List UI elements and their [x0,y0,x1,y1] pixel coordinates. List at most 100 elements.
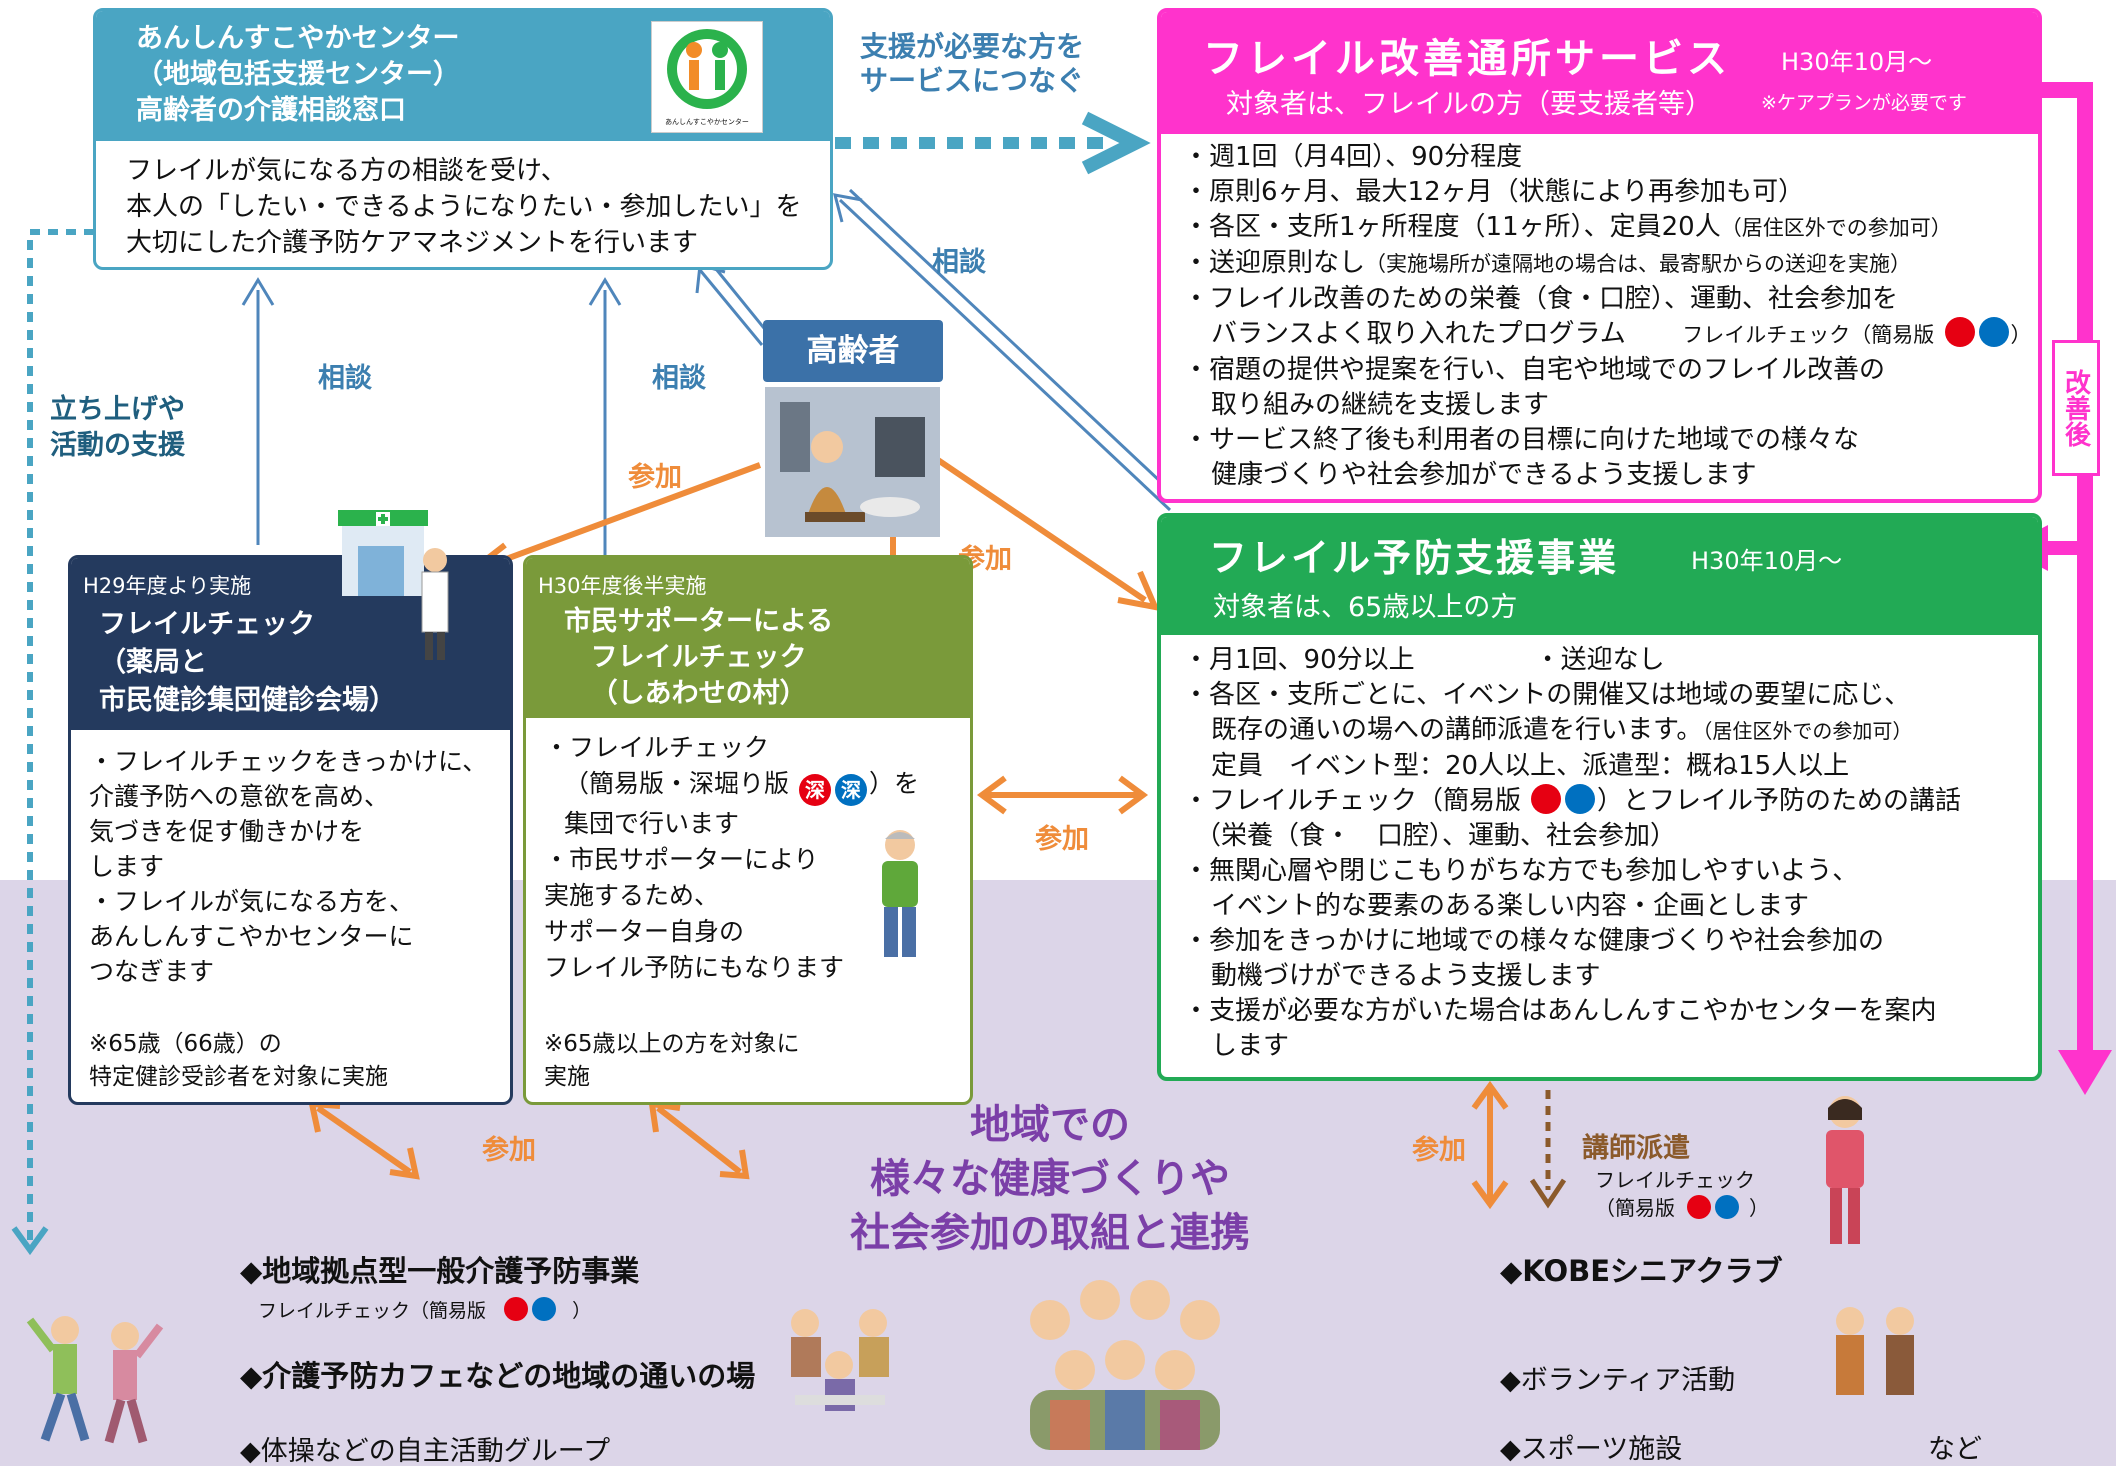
lecturer-illustration [1810,1090,1880,1250]
frail-service-header [1161,12,2038,134]
prev-item-5: 定員 イベント型：20人以上、派遣型：概ね15人以上 [1211,751,1850,781]
community-item-6: ◆スポーツ施設 [1500,1434,1683,1465]
frail-item-5: ・フレイル改善のための栄養（食・口腔）、運動、社会参加を [1183,284,1899,314]
community-right-list: ◆KOBEシニアクラブ ◆ボランティア活動 ◆スポーツ施設 など [1500,1248,2000,1466]
frail-item-6: バランスよく取り入れたプログラム フレイルチェック（簡易版 ） [1211,317,2032,349]
frail-item-8: 取り組みの継続を支援します [1211,390,1550,420]
consult-right-label: 相談 [932,247,986,278]
red-dot-icon [1944,317,1975,347]
pharmacy-title: フレイルチェック （薬局と 市民健診集団健診会場） [99,609,396,716]
blue-dot-icon [1565,784,1596,814]
prevention-date: H30年10月～ [1691,547,1843,575]
pharmacy-note: ※65歳（66歳）の 特定健診受診者を対象に実施 [89,1031,388,1090]
cafe-illustration [775,1295,905,1425]
exercise-illustration [25,1300,165,1450]
community-item-1: ◆地域拠点型一般介護予防事業 [240,1254,640,1288]
prev-item-2: ・送迎なし [1534,645,1665,675]
prev-item-4-note: （居住区外での参加可） [1702,719,1913,743]
frail-item-1: ・週1回（月4回）、90分程度 [1183,142,1523,172]
frail-item-4: ・送迎原則なし（実施場所が遠隔地の場合は、最寄駅からの送迎を実施） [1183,248,1912,278]
deep-blue-badge: 深 [834,774,867,806]
pharmacy-illustration [330,490,460,670]
frail-item-4-note: （実施場所が遠隔地の場合は、最寄駅からの送迎を実施） [1365,252,1912,276]
improved-label: 改善後 [2052,340,2100,476]
join-left-label: 参加 [628,462,682,493]
community-item-5: ◆ボランティア活動 [1500,1365,1736,1396]
center-body: フレイルが気になる方の相談を受け、 本人の「したい・できるようになりたい・参加し… [126,156,802,258]
frail-item-7: ・宿題の提供や提案を行い、自宅や地域でのフレイル改善の [1183,355,1886,385]
prevention-box: フレイル予防支援事業 H30年10月～ 対象者は、65歳以上の方 ・月1回、90… [1157,513,2042,1081]
join-bottom-right-label: 参加 [1412,1135,1466,1166]
red-dot-icon [1687,1195,1711,1219]
consult-left-label: 相談 [318,363,372,394]
elderly-label: 高齢者 [763,320,943,382]
prev-item-1: ・月1回、90分以上 [1183,645,1415,675]
prev-item-8: ・無関心層や閉じこもりがちな方でも参加しやすいよう、 [1183,856,1859,886]
community-item-3: ◆体操などの自主活動グループ [240,1436,611,1467]
blue-dot-icon [532,1297,557,1321]
supporter-box: H30年度後半実施 市民サポーターによる フレイルチェック （しあわせの村） ・… [523,555,973,1105]
center-logo: あんしんすこやかセンター [651,21,763,133]
deep-red-badge: 深 [798,774,831,806]
community-etc: など [1928,1434,1982,1465]
prevention-title: フレイル予防支援事業 [1209,536,1620,580]
community-left-list: ◆地域拠点型一般介護予防事業 フレイルチェック（簡易版 ） ◆介護予防カフェなど… [240,1248,755,1468]
frail-check-label: フレイルチェック（簡易版 [1682,323,1935,347]
community-item-2: ◆介護予防カフェなどの地域の通いの場 [240,1359,756,1393]
prevention-header [1161,517,2038,635]
center-box: あんしんすこやかセンター （地域包括支援センター） 高齢者の介護相談窓口 あんし… [93,8,833,270]
community-item-4: ◆KOBEシニアクラブ [1500,1254,1783,1288]
supporter-illustration [860,825,940,965]
group-illustration [1010,1260,1240,1460]
frail-item-10: 健康づくりや社会参加ができるよう支援します [1211,460,1757,490]
blue-dot-icon [1715,1195,1739,1219]
supporter-line3: 集団で行います [564,809,740,838]
frail-service-list: ・週1回（月4回）、90分程度 ・原則6ヶ月、最大12ヶ月（状態により再参加も可… [1183,140,2032,493]
frail-item-9: ・サービス終了後も利用者の目標に向けた地域での様々な [1183,425,1860,455]
launch-support-label: 立ち上げや 活動の支援 [50,394,185,461]
join-bottom-left-label: 参加 [482,1135,536,1166]
frail-service-date: H30年10月～ [1781,48,1933,76]
frail-service-target: 対象者は、フレイルの方（要支援者等） [1226,89,1712,120]
supporter-body2: ・市民サポーターにより 実施するため、 サポーター自身の フレイル予防にもなりま… [544,845,845,982]
frail-item-2: ・原則6ヶ月、最大12ヶ月（状態により再参加も可） [1183,177,1805,207]
center-title: あんしんすこやかセンター （地域包括支援センター） 高齢者の介護相談窓口 [136,23,460,126]
pharmacy-since: H29年度より実施 [83,574,252,598]
frail-service-box: フレイル改善通所サービス H30年10月～ 対象者は、フレイルの方（要支援者等）… [1157,8,2042,503]
elderly-illustration [765,387,940,537]
prev-item-12: ・支援が必要な方がいた場合はあんしんすこやかセンターを案内 [1183,996,1937,1026]
prev-item-9: イベント的な要素のある楽しい内容・企画とします [1211,891,1810,921]
supporter-note: ※65歳以上の方を対象に 実施 [544,1031,800,1090]
prevention-target: 対象者は、65歳以上の方 [1213,592,1518,623]
pharmacy-body: ・フレイルチェックをきっかけに、 介護予防への意欲を高め、 気づきを促す働きかけ… [89,747,488,986]
frail-item-3: ・各区・支所1ヶ所程度（11ヶ所）、定員20人（居住区外での参加可） [1183,212,1952,242]
frail-service-note: ※ケアプランが必要です [1761,92,1967,114]
dispatch-label: 講師派遣 [1582,1133,1690,1164]
connect-label: 支援が必要な方を サービスにつなぐ [860,30,1085,97]
red-dot-icon [504,1297,529,1321]
red-dot-icon [1531,784,1562,814]
community-heading: 地域での 様々な健康づくりや 社会参加の取組と連携 [850,1102,1250,1256]
community-left-check: フレイルチェック（簡易版 ） [258,1296,755,1323]
supporter-body: ・フレイルチェック （簡易版・深堀り版 深深）を 集団で行います ・市民サポータ… [544,730,919,986]
center-logo-text: あんしんすこやかセンター [665,118,749,126]
prev-item-4: 既存の通いの場への講師派遣を行います。（居住区外での参加可） [1211,715,1913,745]
prev-item-6: ・フレイルチェック（簡易版）とフレイル予防のための講話 [1183,784,1962,816]
prev-item-3: ・各区・支所ごとに、イベントの開催又は地域の要望に応じ、 [1183,680,1911,710]
prev-item-13: します [1211,1031,1290,1061]
community-item-6-row: ◆スポーツ施設 など [1500,1427,2000,1466]
senior-club-illustration [1820,1295,1930,1405]
frail-service-title: フレイル改善通所サービス [1203,36,1731,82]
supporter-since: H30年度後半実施 [538,574,707,598]
supporter-header [526,558,970,718]
supporter-line1: ・フレイルチェック [544,733,770,762]
launch-support-line [27,229,112,1240]
frail-item-3-note: （居住区外での参加可） [1720,216,1952,240]
dispatch-check: フレイルチェック （簡易版） [1595,1168,1769,1220]
join-mid-label: 参加 [1035,824,1089,855]
prev-item-10: ・参加をきっかけに地域での様々な健康づくりや社会参加の [1183,926,1884,956]
prev-item-11: 動機づけができるよう支援します [1211,961,1601,991]
supporter-title: 市民サポーターによる フレイルチェック （しあわせの村） [564,606,834,709]
prev-item-7: （栄養（食・ 口腔）、運動、社会参加） [1195,821,1677,851]
